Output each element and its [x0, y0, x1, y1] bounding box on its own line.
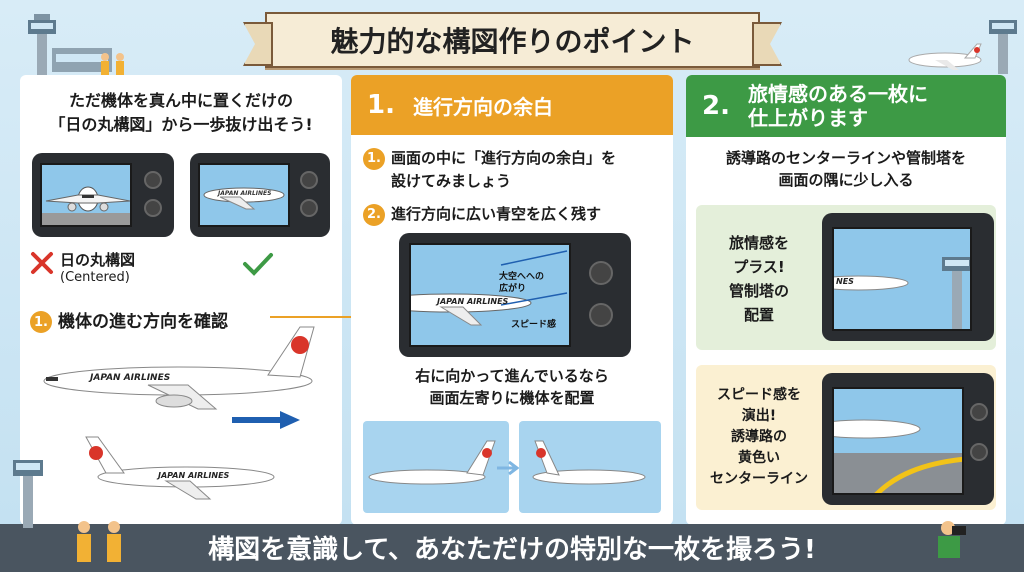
transition-arrow-icon: [497, 460, 520, 476]
centerline-tip-text: スピード感を 演出! 誘導路の 黄色い センターライン: [700, 385, 818, 490]
control-tower-icon: [28, 14, 56, 78]
section-title-line: 仕上がります: [747, 106, 868, 130]
cross-icon: [31, 252, 53, 274]
ground-strip: [0, 524, 1024, 572]
airline-logo-text: JAPAN AIRLINES: [218, 190, 272, 197]
speed-label: スピード感: [511, 320, 557, 330]
section-title: 進行方向の余白: [412, 94, 553, 119]
control-tower-scene: [834, 257, 970, 329]
section-title: 旅情感のある一枚に 仕上がります: [748, 82, 928, 130]
camera-dial: [970, 443, 988, 461]
control-tower-icon: [989, 20, 1017, 74]
intro-text: ただ機体を真ん中に置くだけの 「日の丸構図」から一歩抜け出そう!: [20, 89, 342, 137]
airplane-front-icon: [42, 186, 130, 225]
taxiway-scene: [834, 419, 962, 493]
airplane-jal-icon: [532, 440, 646, 485]
tip-line: プラス!: [733, 258, 785, 276]
section-title-line: 旅情感のある一枚に: [747, 82, 928, 106]
example-photo-left: [363, 421, 509, 513]
footer-message: 構図を意識して、あなただけの特別な一枚を撮ろう!: [208, 535, 816, 565]
step-direction: 1. 機体の進む方向を確認: [30, 307, 228, 333]
tip-line: スピード感を: [717, 387, 801, 403]
camera-dial: [970, 403, 988, 421]
camera-centered: [32, 153, 174, 237]
check-icon: [243, 253, 273, 276]
tower-tip-text: 旅情感を プラス! 管制塔の 配置: [704, 231, 814, 327]
camera-dial: [589, 261, 613, 285]
camera-centerline: [822, 373, 994, 505]
panel-header: 1. 進行方向の余白: [351, 75, 673, 135]
tip-text: 設けてみましょう: [391, 171, 512, 190]
tip-text: 進行方向に広い青空を広く残す: [391, 205, 602, 223]
placement-text: 右に向かって進んでいるなら 画面左寄りに機体を配置: [351, 365, 673, 409]
tip-line: 配置: [743, 306, 774, 324]
example-photo-right: [519, 421, 661, 513]
camera-dial: [144, 171, 162, 189]
step-badge: 1.: [30, 311, 52, 333]
photographer-icon: [938, 521, 966, 558]
tip-1: 1. 画面の中に「進行方向の余白」を 設けてみましょう: [363, 147, 616, 192]
travel-desc-line: 誘導路のセンターラインや管制塔を: [725, 149, 966, 167]
control-tower-icon: [13, 460, 43, 528]
section-number: 2.: [702, 91, 730, 121]
space-label: 大空へへの 広がり: [499, 271, 544, 295]
ground-crew-icon: [77, 521, 121, 562]
airline-logo-text: JAPAN AIRLINES: [437, 297, 509, 306]
direction-arrow-icon: [232, 411, 300, 429]
airplane-jal-icon: [368, 440, 496, 485]
airline-logo-text: JAPAN AIRLINES: [90, 373, 171, 383]
camera-screen: JAPAN AIRLINES: [198, 163, 290, 227]
airplane-side-icon: [411, 250, 568, 326]
camera-dial: [589, 303, 613, 327]
space-label-line: 大空へへの: [499, 272, 545, 282]
tip-box-tower: 旅情感を プラス! 管制塔の 配置 NES: [696, 205, 996, 350]
camera-dial: [300, 171, 318, 189]
placement-line: 右に向かって進んでいるなら: [415, 367, 609, 385]
panel-direction-space: 1. 進行方向の余白 1. 画面の中に「進行方向の余白」を 設けてみましょう 2.…: [351, 75, 673, 525]
camera-screen: 大空へへの 広がり スピード感 JAPAN AIRLINES: [409, 243, 571, 347]
ground-crew-icon: [101, 53, 124, 75]
panel-intro: ただ機体を真ん中に置くだけの 「日の丸構図」から一歩抜け出そう! JAPAN A…: [20, 75, 342, 525]
intro-line: ただ機体を真ん中に置くだけの: [68, 91, 293, 110]
camera-example: 大空へへの 広がり スピード感 JAPAN AIRLINES: [399, 233, 631, 357]
airplane-icon: [908, 43, 982, 70]
intro-line: 「日の丸構図」から一歩抜け出そう!: [49, 115, 313, 134]
camera-offset: JAPAN AIRLINES: [190, 153, 330, 237]
travel-desc-line: 画面の隅に少し入る: [778, 171, 914, 189]
step-text: 機体の進む方向を確認: [58, 312, 228, 332]
space-label-line: 広がり: [499, 284, 527, 294]
tip-badge: 2.: [363, 203, 385, 226]
airline-logo-text: NES: [836, 277, 854, 286]
airplane-side-icon: [203, 187, 285, 210]
section-number: 1.: [367, 90, 395, 120]
camera-screen: [832, 387, 964, 495]
camera-dial: [144, 199, 162, 217]
panel-travel-feel: 2. 旅情感のある一枚に 仕上がります 誘導路のセンターラインや管制塔を 画面の…: [686, 75, 1006, 525]
bad-sublabel: (Centered): [60, 270, 130, 285]
placement-line: 画面左寄りに機体を配置: [429, 389, 595, 407]
airplane-jal-icon: [43, 326, 315, 410]
camera-dial: [300, 199, 318, 217]
tip-2: 2. 進行方向に広い青空を広く残す: [363, 203, 601, 226]
tip-line: 旅情感を: [728, 234, 789, 252]
tip-line: 管制塔の: [728, 282, 789, 300]
camera-screen: NES: [832, 227, 972, 331]
tip-badge: 1.: [363, 147, 385, 170]
camera-screen: [40, 163, 132, 227]
panel-header: 2. 旅情感のある一枚に 仕上がります: [686, 75, 1006, 137]
tip-line: 演出!: [741, 408, 777, 424]
camera-tower: NES: [822, 213, 994, 341]
tip-line: 誘導路の: [731, 429, 787, 445]
bad-label: 日の丸構図: [60, 251, 136, 269]
page-title: 魅力的な構図作りのポイント: [330, 25, 695, 58]
travel-desc: 誘導路のセンターラインや管制塔を 画面の隅に少し入る: [686, 147, 1006, 191]
airline-logo-text: JAPAN AIRLINES: [158, 471, 230, 480]
tip-line: 黄色い: [738, 450, 780, 466]
tip-line: センターライン: [710, 471, 808, 487]
tip-box-centerline: スピード感を 演出! 誘導路の 黄色い センターライン: [696, 365, 996, 510]
tip-text: 画面の中に「進行方向の余白」を: [391, 149, 617, 167]
title-banner: 魅力的な構図作りのポイント: [265, 12, 760, 68]
airplane-jal-icon: [85, 436, 275, 500]
